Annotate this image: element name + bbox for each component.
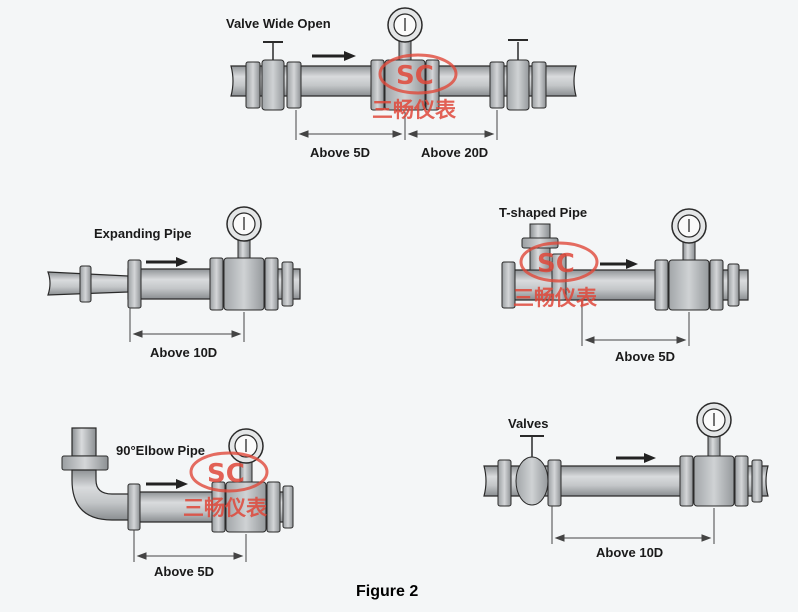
flange (547, 459, 562, 507)
label-above-10d: Above 10D (596, 545, 663, 560)
dimension-lines (551, 506, 715, 544)
watermark: SC 三畅仪表 (183, 451, 269, 520)
watermark-text: 三畅仪表 (372, 98, 457, 122)
flange (489, 61, 505, 109)
label-valves: Valves (508, 416, 549, 431)
watermark-text: 三畅仪表 (513, 286, 598, 310)
valve-body (261, 59, 285, 111)
flange (127, 483, 141, 531)
flange (127, 259, 142, 309)
scenario-elbow-pipe: 90°Elbow Pipe Above 5D (61, 427, 294, 579)
label-valve-wide-open: Valve Wide Open (226, 16, 331, 31)
flange (282, 485, 294, 529)
flow-arrow-icon (146, 257, 188, 267)
label-above-20d: Above 20D (421, 145, 488, 160)
watermark-logo-icon (519, 241, 599, 283)
flange (286, 61, 302, 109)
valve-body (515, 456, 549, 506)
label-t-shaped-pipe: T-shaped Pipe (499, 205, 587, 220)
label-elbow-pipe: 90°Elbow Pipe (116, 443, 205, 458)
flange (245, 61, 261, 109)
watermark-logo: SC (207, 459, 245, 489)
meter-body (693, 455, 735, 507)
flow-arrow-icon (146, 479, 188, 489)
watermark-logo: SC (537, 249, 575, 279)
flange (709, 259, 724, 311)
flange (209, 257, 224, 311)
flange (281, 261, 294, 307)
watermark-logo-icon (189, 451, 269, 493)
dimension-lines (295, 110, 498, 140)
flange (211, 481, 226, 533)
flange (501, 261, 516, 309)
label-above-5d: Above 5D (154, 564, 214, 579)
scenario-t-shaped-pipe: T-shaped Pipe Above 5D (499, 205, 749, 364)
flange (266, 481, 281, 533)
label-expanding-pipe: Expanding Pipe (94, 226, 192, 241)
flange (751, 459, 763, 503)
flange (264, 257, 279, 311)
label-above-5d: Above 5D (310, 145, 370, 160)
flange (497, 459, 512, 507)
flange (531, 61, 547, 109)
flange (679, 455, 694, 507)
flow-arrow-icon (616, 453, 656, 463)
flange (61, 455, 109, 471)
flange (425, 59, 440, 111)
meter-neck (707, 435, 721, 457)
meter-body (223, 257, 265, 311)
scenario-valves: Valves Above 10D (483, 402, 769, 560)
label-above-5d: Above 5D (615, 349, 675, 364)
dimension-lines (129, 308, 245, 342)
dimension-lines (581, 300, 690, 346)
flange (79, 265, 92, 303)
flange (551, 253, 567, 301)
pipe (71, 427, 97, 457)
scenario-expanding-pipe: Expanding Pipe Above 10D (47, 206, 301, 360)
meter-body (668, 259, 710, 311)
flange (727, 263, 740, 307)
flange (734, 455, 749, 507)
flange (654, 259, 669, 311)
watermark-text: 三畅仪表 (183, 496, 268, 520)
dimension-lines (133, 530, 247, 562)
watermark: SC 三畅仪表 (372, 53, 458, 122)
scenario-valve-wide-open: Valve Wide Open Above 5D Above 20D (226, 7, 577, 160)
figure-caption: Figure 2 (356, 583, 418, 600)
label-above-10d: Above 10D (150, 345, 217, 360)
watermark-logo-icon (378, 53, 458, 95)
flow-arrow-icon (312, 51, 356, 61)
watermark: SC 三畅仪表 (513, 241, 599, 310)
elbow (71, 469, 131, 521)
watermark-logo: SC (396, 61, 434, 91)
flow-arrow-icon (600, 259, 638, 269)
valve-body (506, 59, 530, 111)
